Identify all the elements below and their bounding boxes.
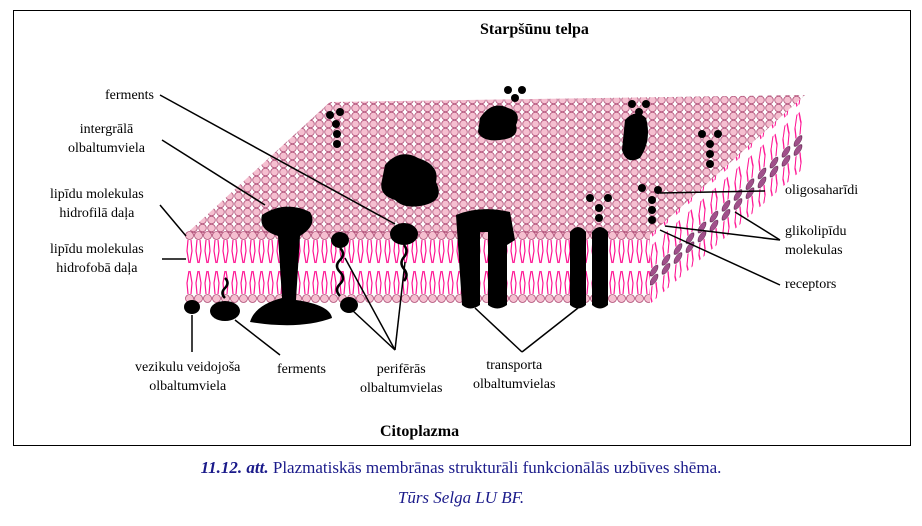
label-line: olbaltumviela	[149, 379, 227, 394]
membrane-side-face	[650, 95, 805, 304]
label-line: hidrofilā daļa	[59, 206, 135, 221]
label-vesicle-protein: vezikulu veidojoša olbaltumviela	[135, 358, 240, 396]
label-oligosaccharides: oligosaharīdi	[785, 183, 859, 198]
label-transport: transporta olbaltumvielas	[473, 356, 555, 394]
label-intercellular-space: Starpšūnu telpa	[480, 21, 589, 38]
surface-protein-blob	[478, 105, 518, 141]
label-integral-protein: intergrālā olbaltumviela	[68, 120, 145, 158]
oligosaccharide-chains	[326, 86, 722, 224]
label-line: perifērās	[376, 362, 426, 377]
integral-protein	[250, 206, 332, 326]
label-line: hidrofobā daļa	[56, 261, 138, 276]
transport-protein	[570, 227, 586, 309]
label-line: molekulas	[785, 243, 843, 258]
label-hydrophobic: lipīdu molekulas hidrofobā daļa	[50, 240, 144, 278]
label-cytoplasm: Citoplazma	[380, 423, 460, 440]
label-line: glikolipīdu	[785, 224, 847, 239]
label-peripheral: perifērās olbaltumvielas	[360, 360, 442, 398]
label-line: olbaltumvielas	[473, 377, 556, 392]
transport-protein	[456, 209, 515, 309]
label-glycolipids: glikolipīdu molekulas	[785, 222, 846, 260]
transport-protein	[592, 227, 608, 309]
surface-protein-blob	[622, 113, 648, 161]
label-ferments-top: ferments	[105, 88, 154, 103]
surface-protein-blob	[381, 154, 439, 207]
proteins	[184, 86, 722, 326]
label-line: olbaltumvielas	[360, 381, 443, 396]
figure-caption: 11.12. att. Plazmatiskās membrānas struk…	[0, 458, 922, 478]
vesicle-protein	[184, 300, 200, 314]
label-line: intergrālā	[79, 122, 134, 137]
peripheral-protein	[331, 232, 349, 248]
label-line: olbaltumviela	[68, 141, 145, 156]
label-ferment-bottom: ferments	[277, 362, 326, 377]
peripheral-protein	[340, 297, 358, 313]
label-line: vezikulu veidojoša	[135, 360, 241, 375]
label-line: lipīdu molekulas	[50, 242, 144, 257]
ferment-protein	[210, 301, 240, 321]
caption-author: Tūrs Selga LU BF.	[397, 488, 525, 507]
peripheral-protein	[390, 223, 418, 245]
figure-ref: 11.12. att.	[200, 458, 269, 477]
label-hydrophilic: lipīdu molekulas hidrofilā daļa	[50, 185, 144, 223]
caption-text: Plazmatiskās membrānas strukturāli funkc…	[272, 458, 722, 477]
label-line: lipīdu molekulas	[50, 187, 144, 202]
label-receptors: receptors	[785, 277, 837, 292]
diagram-frame	[13, 10, 911, 446]
leader-lines	[159, 94, 781, 356]
label-line: transporta	[486, 358, 543, 373]
